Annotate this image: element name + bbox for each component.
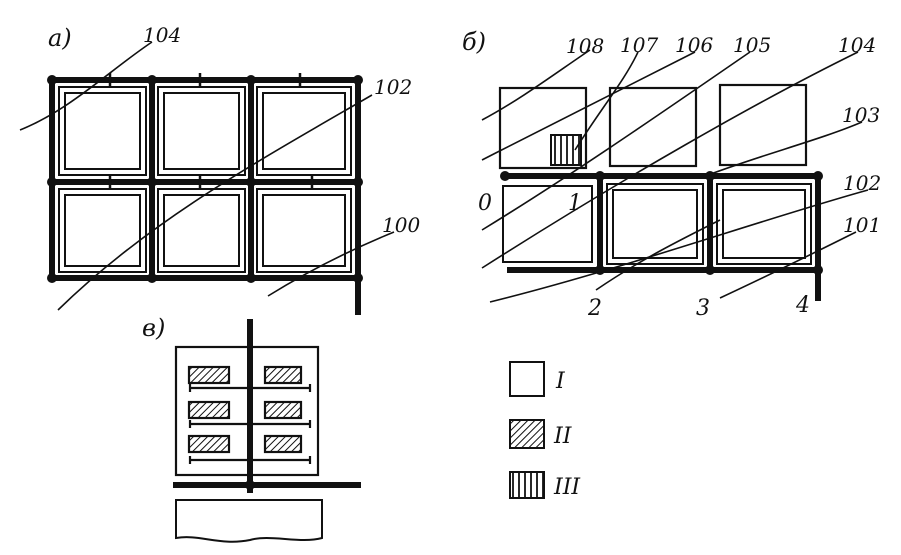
panel-v-road (173, 319, 361, 493)
label-b-108: 108 (566, 34, 604, 58)
building-hatched (263, 434, 303, 454)
legend-swatch-empty (509, 361, 545, 397)
leader-a-100 (267, 231, 395, 297)
label-b-105: 105 (733, 33, 771, 57)
legend-swatch-hatched (509, 419, 545, 449)
panel-b-axis-numbers: 0 1 2 3 4 (478, 191, 810, 321)
legend-swatch-vertical (509, 471, 545, 499)
label-a-102: 102 (374, 75, 412, 99)
building-vertical-lines (550, 134, 582, 166)
building-hatched (187, 400, 231, 420)
panel-b-callouts: 108 107 106 105 104 103 102 101 (566, 33, 881, 237)
leader-b-102 (489, 189, 869, 303)
building-hatched (187, 434, 231, 454)
leader-b-103 (699, 121, 863, 179)
panel-a-letter: а) (48, 24, 72, 52)
label-b-103: 103 (842, 103, 880, 127)
label-b-106: 106 (675, 33, 713, 57)
panel-b-letter: б) (462, 28, 486, 56)
axis-number-3: 3 (696, 296, 710, 321)
panel-a: а) (19, 23, 420, 315)
label-b-101: 101 (843, 213, 881, 237)
leader-b-101 (719, 231, 857, 299)
legend-label-II: II (553, 424, 573, 449)
leader-b-2 (595, 219, 721, 291)
leader-a-104 (19, 41, 153, 131)
panel-a-blocks (58, 86, 352, 273)
leader-b-105 (481, 51, 751, 231)
leader-b-108 (481, 49, 591, 121)
label-a-100: 100 (382, 213, 420, 237)
leader-b-104 (481, 51, 859, 269)
label-a-104: 104 (143, 23, 181, 47)
label-b-107: 107 (620, 33, 658, 57)
label-b-102: 102 (843, 171, 881, 195)
panel-v-buildings (187, 365, 303, 454)
panel-v-access-lines (188, 384, 312, 464)
leader-b-106 (481, 51, 696, 161)
leader-a-102 (57, 94, 373, 311)
axis-number-1: 1 (568, 191, 582, 216)
building-hatched (263, 365, 303, 385)
building-hatched (263, 400, 303, 420)
leader-b-107 (574, 51, 639, 151)
axis-number-4: 4 (795, 293, 810, 318)
axis-number-0: 0 (478, 191, 492, 216)
legend-label-III: III (553, 475, 581, 500)
panel-v-adjacent-area (175, 499, 323, 543)
panel-a-ticks (108, 73, 314, 190)
panel-b-lower-blocks (502, 183, 812, 265)
legend: I II III (509, 361, 581, 500)
axis-number-2: 2 (587, 296, 602, 321)
legend-label-I: I (555, 369, 566, 394)
panel-a-nodes (47, 75, 363, 283)
panel-v-letter: в) (142, 314, 165, 342)
panel-v: в) (142, 314, 361, 543)
panel-b: б) (462, 28, 881, 321)
label-b-104: 104 (838, 33, 876, 57)
building-hatched (187, 365, 231, 385)
panel-b-upper-plots (498, 83, 808, 170)
